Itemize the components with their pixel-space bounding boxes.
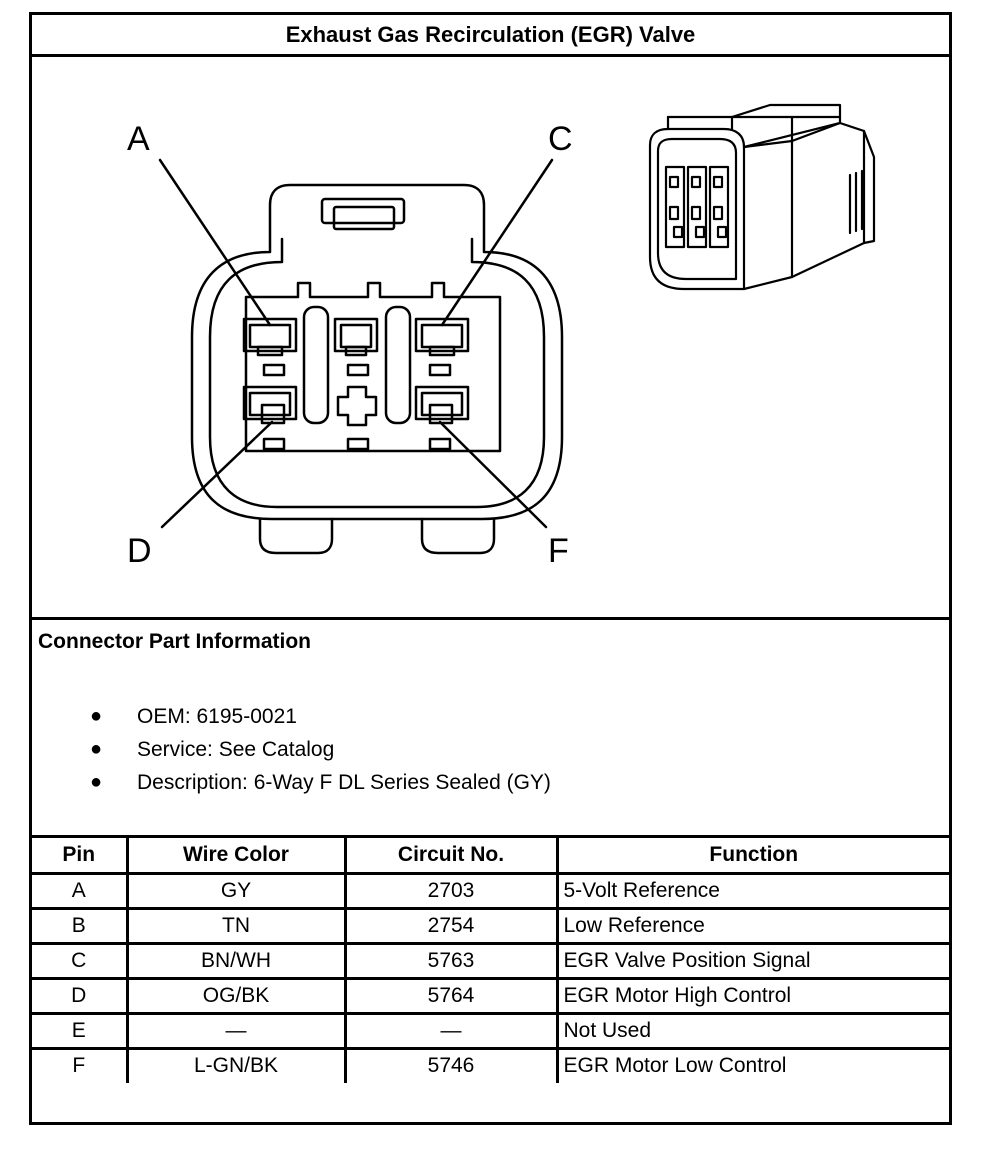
table-row: E — — Not Used <box>32 1011 949 1050</box>
connector-end-view-sheet: Exhaust Gas Recirculation (EGR) Valve A … <box>29 12 952 1125</box>
pin-cell: C <box>32 941 129 980</box>
info-item-oem: ●OEM: 6195-0021 <box>32 700 551 733</box>
circuit-cell: 5763 <box>343 941 559 980</box>
housing-outer-outline <box>190 183 564 521</box>
connector-info-list: ●OEM: 6195-0021 ●Service: See Catalog ●D… <box>32 700 551 799</box>
latch-outline <box>320 197 406 225</box>
table-row: B TN 2754 Low Reference <box>32 906 949 945</box>
column-header-function: Function <box>555 838 949 875</box>
cavity-b <box>333 317 379 377</box>
info-item-service: ●Service: See Catalog <box>32 733 551 766</box>
bullet-icon: ● <box>90 771 103 793</box>
cavity-c <box>414 317 470 377</box>
circuit-cell: 5746 <box>343 1046 559 1083</box>
connector-isometric-view <box>648 103 876 291</box>
pin-cell: F <box>32 1046 129 1083</box>
function-cell: EGR Valve Position Signal <box>555 941 949 980</box>
component-title: Exhaust Gas Recirculation (EGR) Valve <box>32 15 949 57</box>
separator-post-left <box>302 305 330 425</box>
column-header-pin: Pin <box>32 838 129 875</box>
connector-face-drawing: A C D F <box>127 103 876 570</box>
function-cell: Low Reference <box>555 906 949 945</box>
function-cell: Not Used <box>555 1011 949 1050</box>
separator-post-right <box>384 305 412 425</box>
wire-color-cell: BN/WH <box>125 941 347 980</box>
cavity-f <box>414 385 470 451</box>
table-row: A GY 2703 5-Volt Reference <box>32 871 949 910</box>
bullet-icon: ● <box>90 705 103 727</box>
table-row: C BN/WH 5763 EGR Valve Position Signal <box>32 941 949 980</box>
table-row: F L-GN/BK 5746 EGR Motor Low Control <box>32 1046 949 1083</box>
circuit-cell: — <box>343 1011 559 1050</box>
leader-line-f <box>438 420 548 529</box>
pin-cell: A <box>32 871 129 910</box>
wire-color-cell: L-GN/BK <box>125 1046 347 1083</box>
pin-label-f: F <box>548 532 569 570</box>
wire-color-cell: TN <box>125 906 347 945</box>
info-item-description: ●Description: 6-Way F DL Series Sealed (… <box>32 766 551 799</box>
connector-diagram: A C D F <box>32 57 949 620</box>
circuit-cell: 5764 <box>343 976 559 1015</box>
foot-right <box>420 517 496 555</box>
circuit-cell: 2754 <box>343 906 559 945</box>
pinout-table: Pin Wire Color Circuit No. Function A GY… <box>32 838 949 1083</box>
cavity-a <box>242 317 298 377</box>
cavity-area-outline <box>244 281 502 453</box>
wire-color-cell: OG/BK <box>125 976 347 1015</box>
pin-label-c: C <box>548 120 573 158</box>
function-cell: 5-Volt Reference <box>555 871 949 910</box>
column-header-wire-color: Wire Color <box>125 838 347 875</box>
cavity-d <box>242 385 298 451</box>
bullet-icon: ● <box>90 738 103 760</box>
latch-inner <box>332 205 396 231</box>
connector-info-heading: Connector Part Information <box>38 630 312 653</box>
function-cell: EGR Motor Low Control <box>555 1046 949 1083</box>
housing-inner-outline <box>208 237 546 509</box>
wire-color-cell: — <box>125 1011 347 1050</box>
connector-part-information: Connector Part Information ●OEM: 6195-00… <box>32 620 949 838</box>
pin-cell: E <box>32 1011 129 1050</box>
table-row: D OG/BK 5764 EGR Motor High Control <box>32 976 949 1015</box>
circuit-cell: 2703 <box>343 871 559 910</box>
pin-cell: D <box>32 976 129 1015</box>
column-header-circuit-no: Circuit No. <box>343 838 559 875</box>
cavity-e <box>336 385 378 451</box>
wire-color-cell: GY <box>125 871 347 910</box>
pin-label-d: D <box>127 532 152 570</box>
foot-left <box>258 517 334 555</box>
pin-label-a: A <box>127 120 150 158</box>
pin-cell: B <box>32 906 129 945</box>
table-header-row: Pin Wire Color Circuit No. Function <box>32 838 949 875</box>
function-cell: EGR Motor High Control <box>555 976 949 1015</box>
